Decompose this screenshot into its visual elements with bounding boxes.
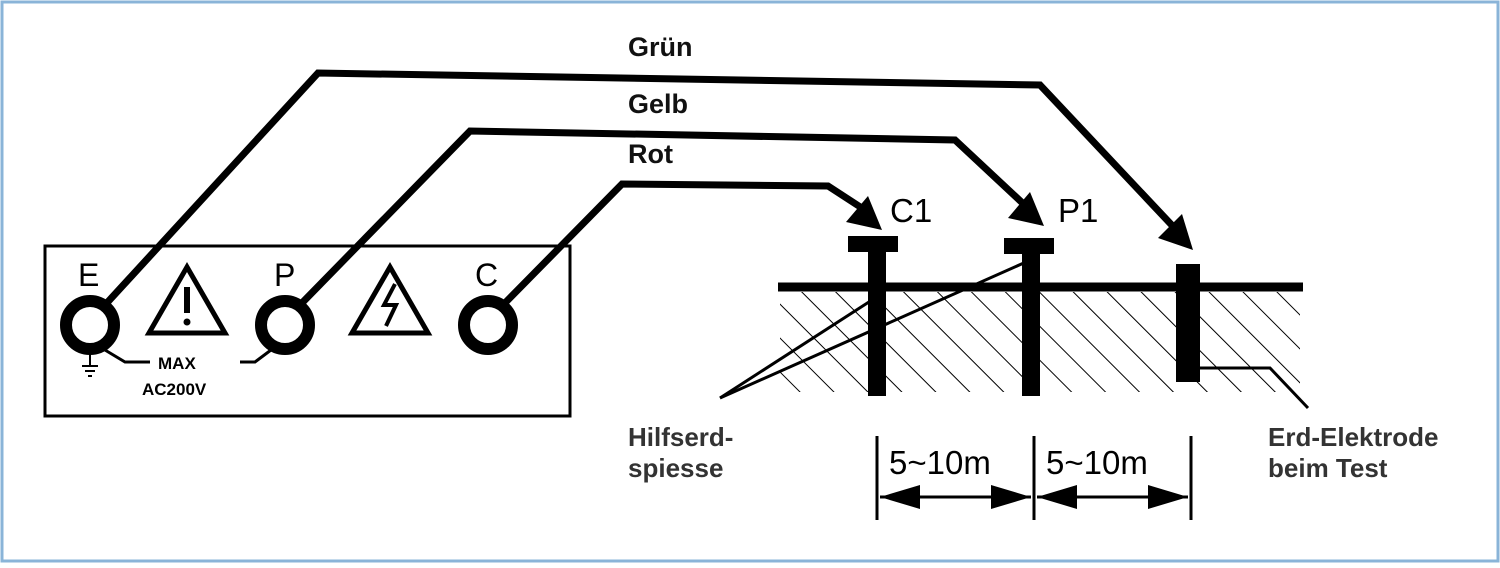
earth-electrode-label-line1: Erd-Elektrode [1268, 422, 1439, 452]
wire-yellow-label: Gelb [628, 89, 688, 119]
wire-green-label: Grün [628, 32, 693, 62]
terminal-e-label: E [78, 257, 99, 293]
high-voltage-icon [347, 261, 433, 336]
ground-soil [778, 282, 1303, 392]
max-bracket-left [99, 345, 150, 364]
warning-icon [144, 261, 230, 336]
probe-c1-label: C1 [890, 192, 932, 229]
earth-electrode [1176, 264, 1200, 382]
probe-p1 [1004, 238, 1054, 396]
aux-spikes-label-line2: spiesse [628, 453, 723, 483]
distance-c1-p1: 5~10m [889, 444, 991, 481]
max-label: MAX [158, 354, 196, 373]
distance-p1-earth: 5~10m [1046, 444, 1148, 481]
wire-yellow-arrowhead [1008, 192, 1044, 226]
aux-spikes-label-line1: Hilfserd- [628, 422, 733, 452]
max-bracket-right [240, 345, 276, 364]
wire-red-arrowhead [846, 196, 882, 230]
terminal-p-socket [255, 295, 315, 355]
leader-earth [1200, 366, 1310, 410]
wire-red [500, 180, 870, 308]
terminal-c-socket [458, 295, 518, 355]
probe-c1 [848, 236, 898, 396]
ground-icon [82, 350, 98, 377]
terminal-c-label: C [475, 257, 498, 293]
terminal-p-label: P [274, 257, 295, 293]
terminal-e-socket [60, 295, 120, 355]
leader-aux-2 [719, 260, 1027, 400]
wire-green [102, 69, 1186, 308]
probe-p1-label: P1 [1058, 192, 1098, 229]
wire-red-label: Rot [628, 139, 673, 169]
dimension-markers [875, 436, 1193, 520]
wire-green-arrowhead [1158, 214, 1193, 250]
max-voltage-label: AC200V [142, 380, 207, 399]
earth-electrode-label-line2: beim Test [1268, 453, 1388, 483]
wire-yellow [297, 127, 1033, 308]
leader-aux-1 [719, 298, 873, 400]
